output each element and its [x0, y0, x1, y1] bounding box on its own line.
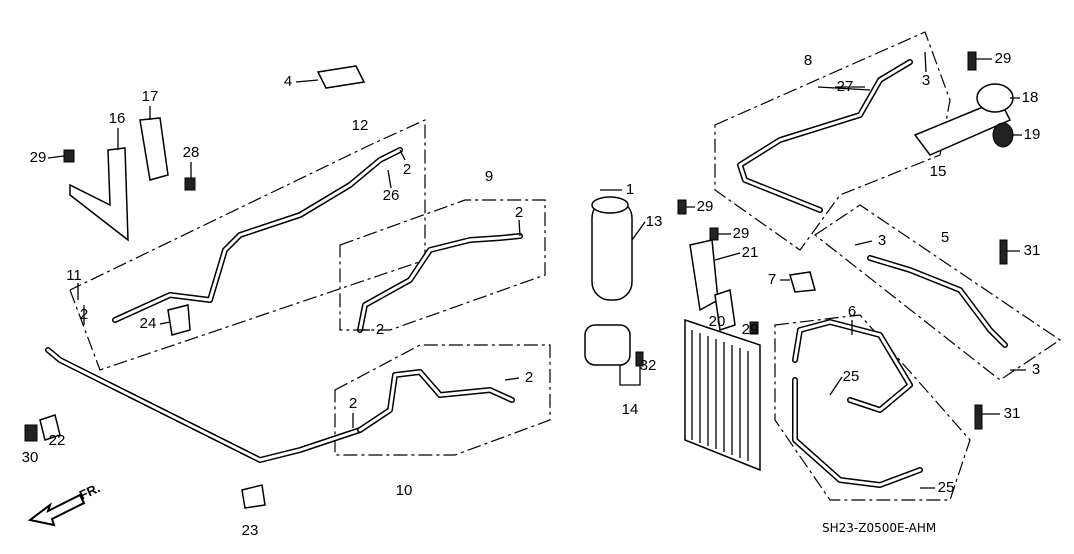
callout: 30 — [22, 449, 39, 466]
callout: 29 — [742, 321, 759, 338]
callout: 5 — [941, 229, 949, 246]
callout: 29 — [30, 149, 47, 166]
clip-7 — [789, 271, 816, 293]
callout: 10 — [396, 482, 413, 499]
bolt-29b — [677, 199, 687, 215]
callout: 29 — [995, 50, 1012, 67]
bolt-31b — [974, 404, 983, 430]
callout: 22 — [49, 432, 66, 449]
grommet-19 — [992, 122, 1014, 148]
condenser — [684, 318, 761, 472]
callout: 21 — [742, 244, 759, 261]
callout: 4 — [284, 73, 292, 90]
callout: 23 — [242, 522, 259, 539]
callout: 31 — [1024, 242, 1041, 259]
clamp-17 — [139, 117, 169, 181]
bracket-16 — [69, 147, 129, 242]
bolt-29c — [709, 227, 719, 241]
bolt-31a — [999, 239, 1008, 265]
group-outlines — [69, 31, 1062, 501]
bolt-28 — [184, 177, 196, 191]
callout: 2 — [349, 395, 357, 412]
drier-bracket — [584, 324, 631, 366]
callout: 32 — [640, 357, 657, 374]
pipes — [45, 59, 1008, 488]
callout: 3 — [922, 72, 930, 89]
leader-lines — [47, 51, 1026, 489]
callout: 14 — [622, 401, 639, 418]
callout: 6 — [848, 303, 856, 320]
bracket-20 — [714, 289, 736, 331]
callout: 3 — [878, 232, 886, 249]
callout: 25 — [938, 479, 955, 496]
callout: 27 — [837, 78, 854, 95]
arrow-down-left-icon — [27, 493, 86, 527]
callout: 31 — [1004, 405, 1021, 422]
receiver-drier — [591, 199, 633, 301]
callout: 20 — [709, 313, 726, 330]
bracket-24 — [167, 304, 191, 336]
callout: 15 — [930, 163, 947, 180]
callout: 24 — [140, 315, 157, 332]
callout: 2 — [376, 321, 384, 338]
callout-labels: 4 17 16 29 28 12 2 26 9 2 1 13 29 29 21 … — [22, 50, 1041, 539]
bracket-15 — [913, 99, 1012, 156]
callout: 25 — [843, 368, 860, 385]
bracket-21 — [689, 239, 719, 312]
callout: 8 — [804, 52, 812, 69]
callout: 7 — [768, 271, 776, 288]
parts — [24, 51, 1014, 509]
callout: 18 — [1022, 89, 1039, 106]
bolt-29e — [967, 51, 977, 71]
callout: 16 — [109, 110, 126, 127]
callout: 1 — [626, 181, 634, 198]
callout: 26 — [383, 187, 400, 204]
callout: 17 — [142, 88, 159, 105]
callout: 19 — [1024, 126, 1041, 143]
clamp-18 — [976, 83, 1014, 113]
front-direction-marker: FR. — [27, 480, 102, 527]
callout: 11 — [66, 267, 82, 284]
callout: 29 — [733, 225, 750, 242]
clamp-22 — [39, 414, 61, 441]
callout: 2 — [403, 161, 411, 178]
bolt-29a — [63, 149, 75, 163]
front-label: FR. — [77, 480, 102, 502]
clamp-23 — [241, 484, 266, 509]
callout: 3 — [1032, 361, 1040, 378]
diagram-code: SH23-Z0500E-AHM — [822, 521, 936, 535]
bolt-29d — [749, 321, 759, 335]
label-plate — [316, 65, 366, 89]
callout: 13 — [646, 213, 663, 230]
callout: 2 — [525, 369, 533, 386]
callout: 29 — [697, 198, 714, 215]
callout: 2 — [515, 204, 523, 221]
callout: 2 — [80, 306, 88, 323]
bolt-30 — [24, 424, 38, 442]
callout: 9 — [485, 168, 493, 185]
callout: 28 — [183, 144, 200, 161]
callout: 12 — [352, 117, 369, 134]
